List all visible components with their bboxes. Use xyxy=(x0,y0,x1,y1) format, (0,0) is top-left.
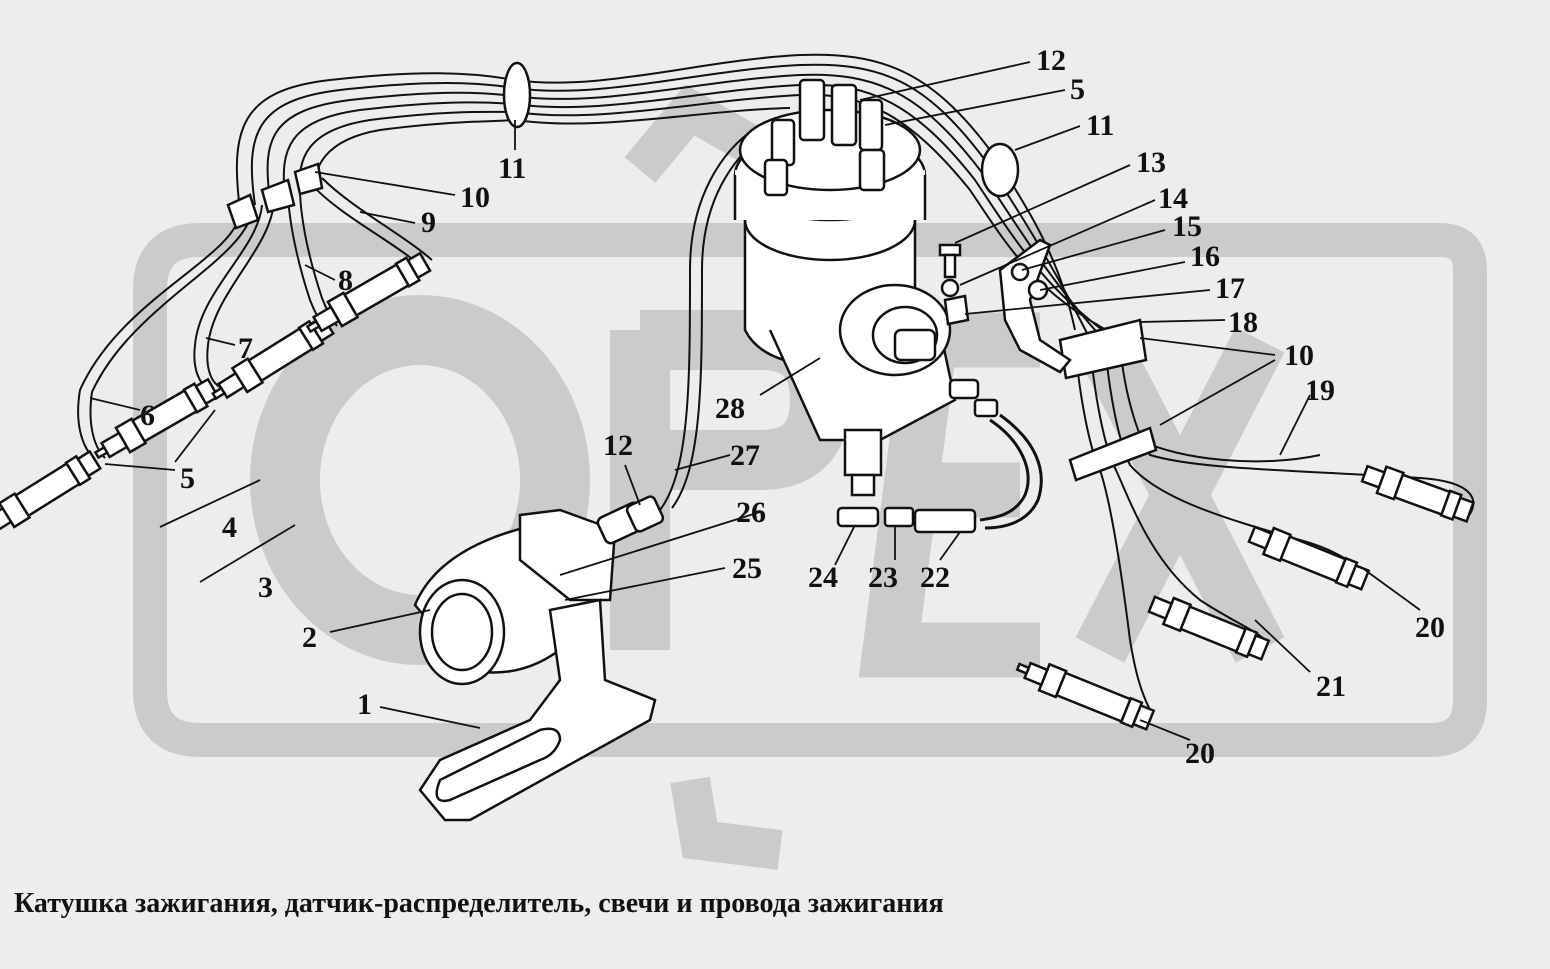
callout-label: 1 xyxy=(357,688,372,721)
callout-label: 14 xyxy=(1158,182,1188,215)
callout-label: 22 xyxy=(920,561,950,594)
plate-17 xyxy=(943,294,970,326)
callout-labels: 12 5 11 11 13 10 14 15 9 16 8 17 18 7 10… xyxy=(140,44,1445,770)
wire-clip-rail xyxy=(1068,426,1158,482)
callout-label: 2 xyxy=(302,621,317,654)
spark-plug-r1 xyxy=(1360,464,1476,523)
callout-label: 17 xyxy=(1215,272,1245,305)
callout-leaders xyxy=(89,61,1421,741)
callout-label: 9 xyxy=(421,206,436,239)
callout-label: 13 xyxy=(1136,146,1166,179)
fitting-22 xyxy=(913,508,977,534)
wire-holder-ring-11-left xyxy=(502,61,532,129)
spark-plug-6 xyxy=(0,449,103,535)
callout-label: 4 xyxy=(222,511,237,544)
wire-holder-ring-11-right xyxy=(980,142,1020,198)
spark-plugs-left xyxy=(0,251,432,535)
callout-label: 7 xyxy=(238,332,253,365)
callout-label: 25 xyxy=(732,552,762,585)
bracket-slot xyxy=(435,727,562,803)
wire-clip xyxy=(260,178,296,214)
spark-plug-r4 xyxy=(1015,661,1156,731)
washer-14 xyxy=(940,278,960,298)
callout-label: 6 xyxy=(140,399,155,432)
spark-plug-r3 xyxy=(1147,595,1271,661)
callout-label: 10 xyxy=(1284,339,1314,372)
screw-13 xyxy=(938,243,962,257)
screw-13-shank xyxy=(943,253,957,279)
distributor xyxy=(733,78,957,497)
callout-label: 11 xyxy=(498,152,526,185)
callout-label: 5 xyxy=(180,462,195,495)
callout-label: 3 xyxy=(258,571,273,604)
callout-label: 12 xyxy=(603,429,633,462)
spark-plug-8 xyxy=(211,314,336,401)
callout-label: 5 xyxy=(1070,73,1085,106)
callout-label: 15 xyxy=(1172,210,1202,243)
nut-16 xyxy=(1027,279,1049,301)
callout-label: 8 xyxy=(338,264,353,297)
callout-label: 10 xyxy=(460,181,490,214)
spark-plugs-right xyxy=(1015,464,1476,731)
callout-label: 19 xyxy=(1305,374,1335,407)
fittings-22-24 xyxy=(836,378,999,534)
callout-label: 26 xyxy=(736,496,766,529)
fitting-24 xyxy=(836,506,880,528)
callout-label: 16 xyxy=(1190,240,1220,273)
callout-label: 27 xyxy=(730,439,760,472)
washer-15 xyxy=(1010,262,1030,282)
callout-label: 24 xyxy=(808,561,838,594)
spark-plug-7 xyxy=(93,377,220,460)
callout-label: 23 xyxy=(868,561,898,594)
wire-clip xyxy=(293,162,324,196)
callout-label: 21 xyxy=(1316,670,1346,703)
fasteners xyxy=(938,243,1049,326)
spark-plug-9 xyxy=(305,251,432,334)
callout-label: 11 xyxy=(1086,109,1114,142)
callout-label: 28 xyxy=(715,392,745,425)
wire-clip xyxy=(226,193,260,230)
spark-plug-r2 xyxy=(1247,525,1371,591)
callout-label: 20 xyxy=(1185,737,1215,770)
figure-caption: Катушка зажигания, датчик-распределитель… xyxy=(14,888,944,919)
fitting-23 xyxy=(883,506,915,528)
ignition-wires xyxy=(77,53,1475,711)
callout-label: 18 xyxy=(1228,306,1258,339)
callout-label: 20 xyxy=(1415,611,1445,644)
callout-label: 12 xyxy=(1036,44,1066,77)
